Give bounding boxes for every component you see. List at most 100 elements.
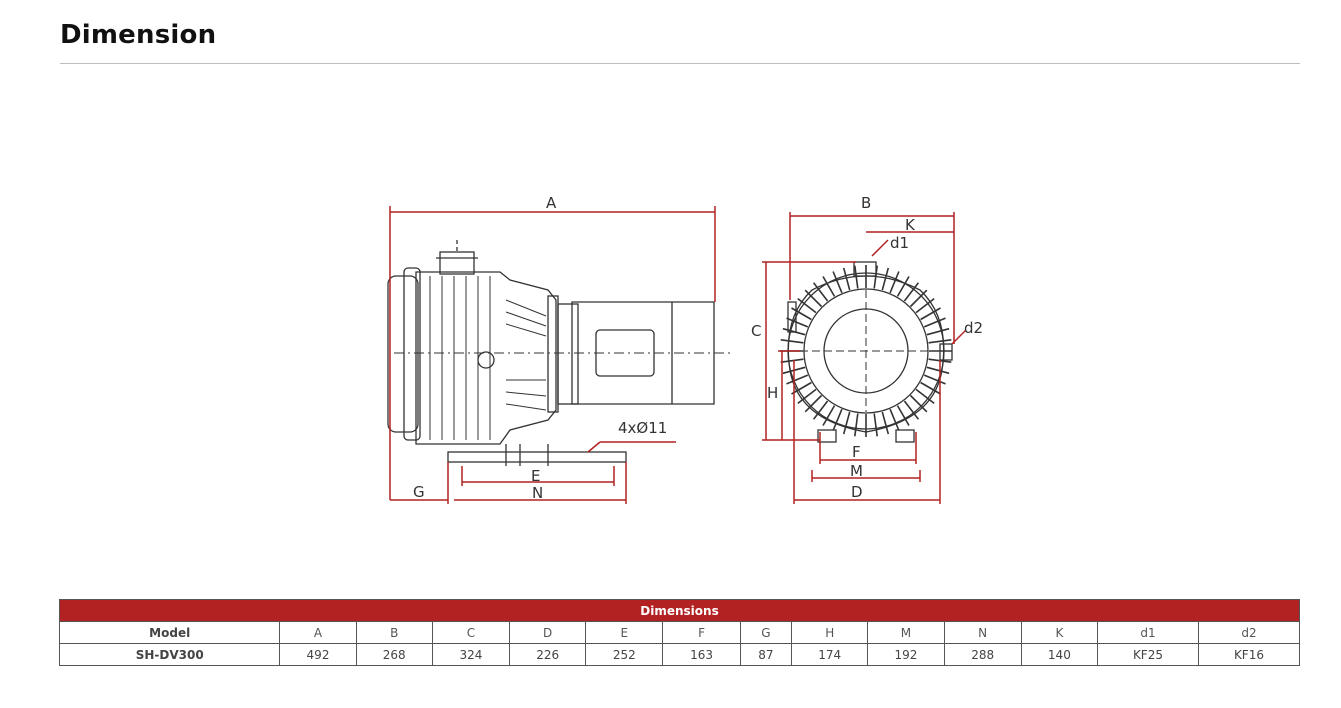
label-hole-spec: 4xØ11 <box>618 419 667 437</box>
header-col-7: H <box>791 621 869 644</box>
header-col-2: C <box>431 621 511 644</box>
side-view-dimensions <box>389 206 716 504</box>
cell-value: 492 <box>279 643 357 666</box>
foot-left <box>817 429 837 443</box>
cooling-fin <box>832 271 843 294</box>
label-C: C <box>751 322 761 340</box>
cooling-fin <box>903 400 920 420</box>
label-H: H <box>767 384 778 402</box>
header-col-0: A <box>279 621 357 644</box>
cooling-fin <box>832 408 843 431</box>
header-col-6: G <box>739 621 793 644</box>
shaft-bearing <box>477 351 495 369</box>
header-col-8: M <box>867 621 945 644</box>
table-caption: Dimensions <box>59 599 1300 622</box>
cooling-fin <box>786 374 809 385</box>
label-F: F <box>852 443 861 461</box>
side-view-labels: A G E N 4xØ11 <box>413 194 667 502</box>
cooling-fin <box>873 413 878 437</box>
cooling-fin <box>812 282 829 302</box>
cooling-fin <box>873 265 878 289</box>
inlet-flange <box>439 251 475 275</box>
header-col-1: B <box>355 621 433 644</box>
label-A: A <box>546 194 557 212</box>
coupling <box>557 303 579 405</box>
cell-value: 174 <box>791 643 869 666</box>
cooling-fin <box>780 358 804 363</box>
foot-right <box>895 429 915 443</box>
cooling-fin <box>926 327 950 336</box>
cooling-fin <box>780 339 804 344</box>
cell-value: 226 <box>509 643 587 666</box>
cell-value: KF16 <box>1197 643 1301 666</box>
header-col-10: K <box>1020 621 1098 644</box>
cooling-fin <box>896 276 910 297</box>
cell-value: 140 <box>1020 643 1098 666</box>
header-col-5: F <box>662 621 741 644</box>
cooling-fin <box>920 381 941 395</box>
cooling-fin <box>881 411 890 435</box>
cell-value: 324 <box>431 643 511 666</box>
cooling-fin <box>881 267 890 291</box>
motor-body <box>571 301 715 405</box>
cooling-fin <box>903 282 920 302</box>
front-view-dimensions <box>762 212 967 504</box>
label-N: N <box>532 484 543 502</box>
inlet-port <box>853 261 877 277</box>
header-col-3: D <box>509 621 587 644</box>
cell-value: 163 <box>662 643 741 666</box>
header-col-9: N <box>943 621 1022 644</box>
cooling-fin <box>804 289 823 308</box>
cell-value: 192 <box>867 643 945 666</box>
cell-value: 87 <box>739 643 793 666</box>
housing-ribs <box>429 276 547 440</box>
cell-value: 252 <box>585 643 664 666</box>
cooling-fin <box>791 381 812 395</box>
cooling-fin <box>909 394 928 413</box>
header-model: Model <box>58 621 281 644</box>
label-d1: d1 <box>890 234 909 252</box>
cooling-fin <box>842 411 851 435</box>
front-view-labels: B K d1 d2 C H F M D <box>751 194 983 501</box>
front-view <box>780 261 953 443</box>
end-cover <box>387 275 419 433</box>
label-D: D <box>851 483 863 501</box>
label-E: E <box>531 467 540 485</box>
dimension-drawing: A G E N 4xØ11 <box>387 194 983 504</box>
cooling-fin <box>923 374 946 385</box>
header-col-12: d2 <box>1197 621 1301 644</box>
cooling-fin <box>896 405 910 426</box>
exhaust-port <box>939 343 953 361</box>
scroll-housing <box>415 271 557 445</box>
cooling-fin <box>791 307 812 321</box>
cooling-fin <box>928 339 952 344</box>
side-view <box>387 240 730 466</box>
cooling-fin <box>889 271 900 294</box>
cooling-fin <box>854 265 859 289</box>
label-M: M <box>850 462 863 480</box>
cooling-fin <box>889 408 900 431</box>
label-K: K <box>905 216 916 234</box>
cooling-fin <box>797 297 817 314</box>
cooling-fin <box>804 394 823 413</box>
label-d2: d2 <box>964 319 983 337</box>
cooling-fin <box>797 388 817 405</box>
cooling-fin <box>920 307 941 321</box>
cooling-fin <box>822 405 836 426</box>
end-cover-rim <box>403 267 421 441</box>
cell-model: SH-DV300 <box>58 643 281 666</box>
cooling-fin <box>812 400 829 420</box>
cooling-fin <box>915 388 935 405</box>
cooling-fin <box>842 267 851 291</box>
header-col-11: d1 <box>1096 621 1199 644</box>
cooling-fin <box>926 366 950 375</box>
base-plate <box>447 451 627 463</box>
table-caption-row: Dimensions <box>59 599 1300 622</box>
terminal-box <box>595 329 655 377</box>
cooling-fin <box>909 289 928 308</box>
label-B: B <box>861 194 871 212</box>
cell-value: KF25 <box>1096 643 1199 666</box>
